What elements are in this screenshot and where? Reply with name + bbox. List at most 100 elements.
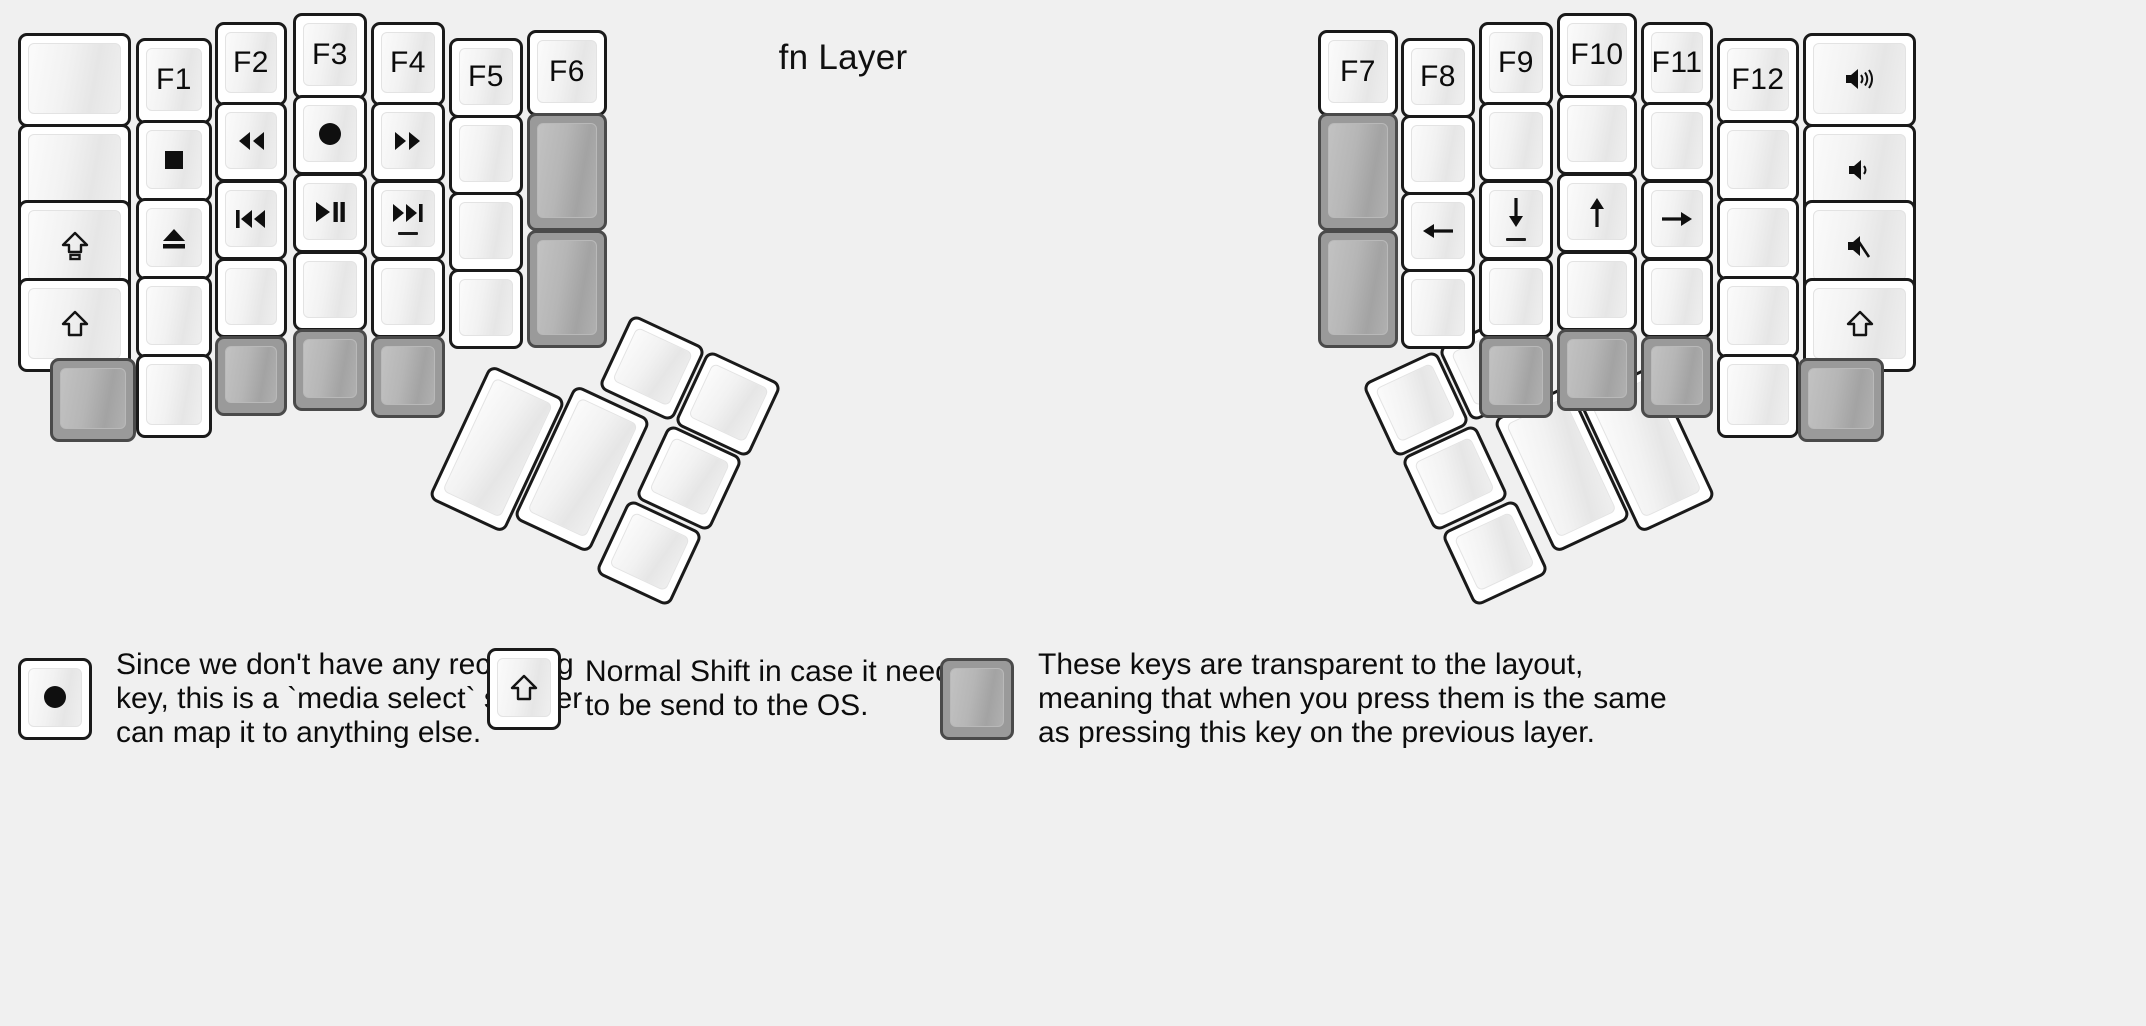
key-left-ring-transparent[interactable] [215,336,287,416]
key-label: F4 [389,45,426,79]
key-right-middle-f10[interactable]: F10 [1557,13,1637,99]
key-right-index-f9[interactable]: F9 [1479,22,1553,106]
volume-mute-icon [1845,233,1875,259]
keycap-surface: F3 [303,23,357,86]
media-record-icon [317,121,343,147]
page-title: fn Layer [778,38,908,77]
keycap-surface [688,362,770,443]
key-right-middle-arrow-up[interactable] [1557,173,1637,253]
keycap-surface [225,112,277,169]
key-left-ring-f2[interactable]: F2 [215,22,287,106]
key-left-inner1-f5[interactable]: F5 [449,38,523,118]
keycap-surface [28,288,121,359]
key-left-pinky-eject[interactable] [136,198,212,280]
keycap-surface [497,658,551,717]
key-right-ring-transparent[interactable] [1641,336,1713,418]
media-prev-track-icon [235,209,267,229]
key-left-pinky-f1[interactable]: F1 [136,38,212,124]
key-right-pinky-r5[interactable] [1717,354,1799,438]
key-right-pinky-f12[interactable]: F12 [1717,38,1799,124]
key-left-inner1-r2[interactable] [449,115,523,195]
key-left-outer-transparent[interactable] [50,358,136,442]
key-left-inner2-f6[interactable]: F6 [527,30,607,116]
keycap-surface [1813,43,1906,114]
media-fast-forward-icon [393,131,423,151]
key-left-outer-r1[interactable] [18,33,131,127]
key-right-index-r2[interactable] [1479,102,1553,182]
keycap-surface [1808,368,1874,429]
keycap-surface [28,134,121,205]
key-left-ring-rewind[interactable] [215,102,287,182]
key-right-outer-transparent[interactable] [1798,358,1884,442]
key-right-inner1-r2[interactable] [1401,115,1475,195]
legend-text-shift: Normal Shift in case it needs to be send… [585,655,967,722]
key-right-ring-r2[interactable] [1641,102,1713,182]
key-left-pinky-r5[interactable] [136,354,212,438]
key-left-inner1-r3[interactable] [449,192,523,272]
key-left-inner2-transparent-tall-1[interactable] [527,113,607,231]
key-right-pinky-r3[interactable] [1717,198,1799,280]
key-right-inner1-f8[interactable]: F8 [1401,38,1475,118]
keycap-surface: F5 [459,48,513,105]
key-left-middle-r4[interactable] [293,251,367,331]
keycap-surface [1453,511,1535,592]
keycap-surface [1727,286,1789,345]
key-left-pinky-r4[interactable] [136,276,212,358]
key-right-outer-shift[interactable] [1803,278,1916,372]
key-left-ring-prev-track[interactable] [215,180,287,260]
key-right-ring-arrow-right[interactable] [1641,180,1713,260]
volume-up-icon [1843,66,1877,92]
keycap-surface [1651,112,1703,169]
keycap-surface: F12 [1727,48,1789,111]
key-right-pinky-r2[interactable] [1717,120,1799,202]
key-label: F3 [311,37,348,71]
keycap-surface: F9 [1489,32,1543,93]
key-label: F5 [467,59,504,93]
legend-item-transparent: These keys are transparent to the layout… [940,648,1667,750]
keycap-surface [1328,240,1388,335]
keycap-surface [1651,346,1703,405]
key-left-index-r4[interactable] [371,258,445,338]
key-right-middle-transparent[interactable] [1557,329,1637,411]
key-right-inner2-f7[interactable]: F7 [1318,30,1398,116]
key-left-index-fast-forward[interactable] [371,102,445,182]
keycap-surface [1489,190,1543,247]
key-right-pinky-r4[interactable] [1717,276,1799,358]
key-right-inner2-transparent-tall-2[interactable] [1318,230,1398,348]
key-left-ring-r4[interactable] [215,258,287,338]
key-left-middle-transparent[interactable] [293,329,367,411]
key-right-index-transparent[interactable] [1479,336,1553,418]
key-label: F1 [155,62,192,96]
key-right-ring-r4[interactable] [1641,258,1713,338]
legend-key-transparent [940,657,1014,740]
keycap-surface [225,268,277,325]
key-left-middle-record[interactable] [293,95,367,175]
key-left-middle-play-pause[interactable] [293,173,367,253]
key-left-pinky-stop[interactable] [136,120,212,202]
keycap-surface [303,339,357,398]
key-right-inner1-r4[interactable] [1401,269,1475,349]
keycap-surface [303,183,357,240]
key-left-inner1-r4[interactable] [449,269,523,349]
key-right-ring-f11[interactable]: F11 [1641,22,1713,106]
key-right-inner1-arrow-left[interactable] [1401,192,1475,272]
key-right-index-r4[interactable] [1479,258,1553,338]
keycap-surface [1567,183,1627,240]
key-left-index-transparent[interactable] [371,336,445,418]
key-right-middle-r2[interactable] [1557,95,1637,175]
keycap-surface [1813,210,1906,281]
key-right-index-arrow-down[interactable] [1479,180,1553,260]
key-label: F8 [1419,59,1456,93]
key-left-index-next-track[interactable] [371,180,445,260]
underline-mark [398,231,418,235]
key-right-middle-r4[interactable] [1557,251,1637,331]
keycap-surface [1489,268,1543,325]
key-left-inner2-transparent-tall-2[interactable] [527,230,607,348]
key-right-inner2-transparent-tall-1[interactable] [1318,113,1398,231]
key-right-outer-volume-up[interactable] [1803,33,1916,127]
keycap-surface [612,326,694,407]
key-left-index-f4[interactable]: F4 [371,22,445,106]
keycap-surface [459,125,513,182]
keycap-surface [381,268,435,325]
key-left-middle-f3[interactable]: F3 [293,13,367,99]
